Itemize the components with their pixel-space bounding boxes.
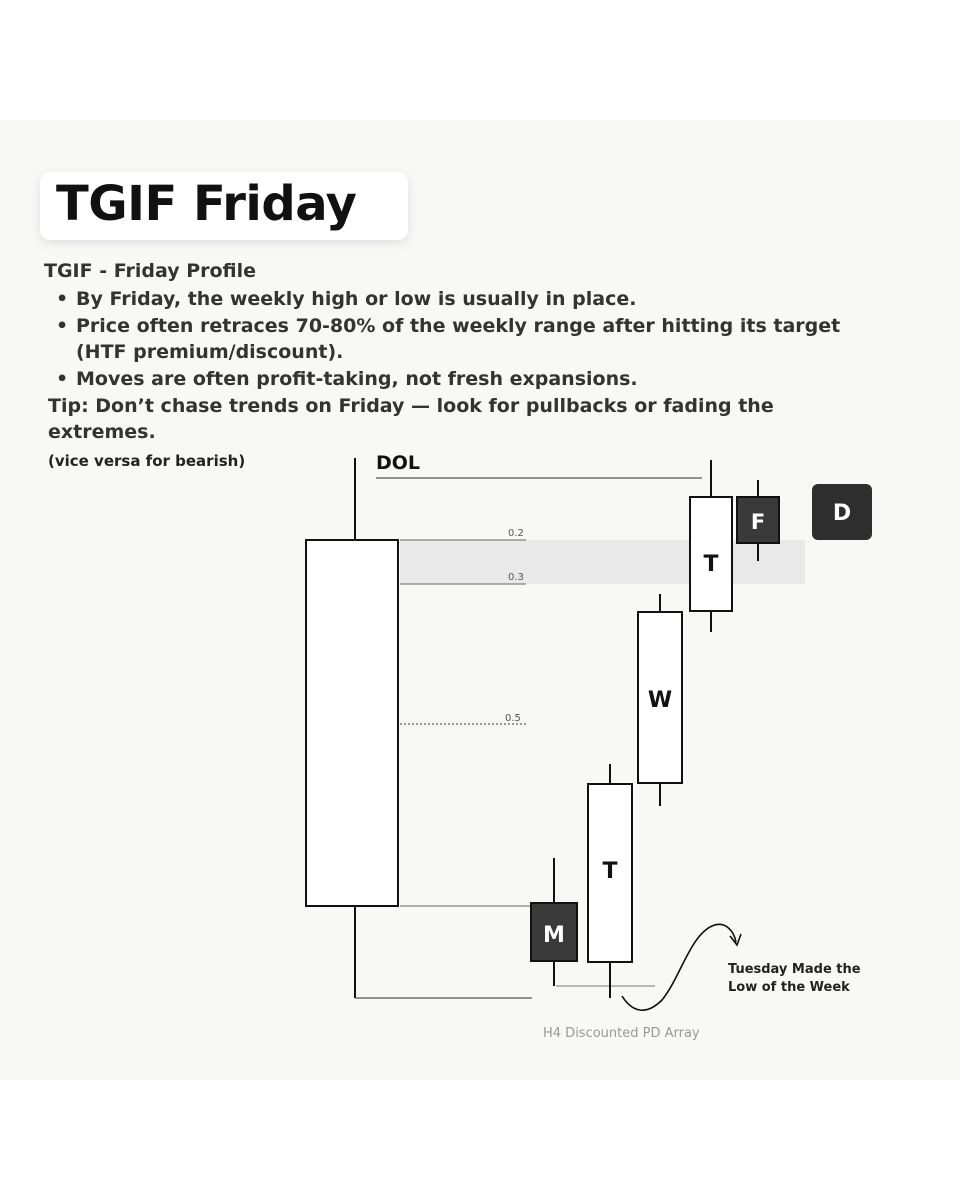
wednesday-candle-body (637, 611, 683, 784)
wednesday-label: W (648, 688, 672, 713)
bullet-dot: • (56, 368, 69, 390)
bullet-item: • Moves are often profit-taking, not fres… (44, 366, 864, 392)
dol-label: DOL (376, 452, 420, 474)
friday-label: F (751, 510, 765, 534)
tip-text: Tip: Don’t chase trends on Friday — look… (48, 395, 774, 443)
friday-candle-body (736, 496, 780, 544)
tuesday-label: T (602, 859, 617, 884)
tuesday-annotation-line-1: Tuesday Made the (728, 962, 861, 977)
bullet-dot: • (56, 288, 69, 310)
bullet-text: Price often retraces 70-80% of the weekl… (76, 315, 841, 363)
bullet-list: • By Friday, the weekly high or low is us… (44, 286, 864, 392)
day-key-d (812, 484, 872, 540)
fib-label-0-3: 0.3 (508, 572, 524, 583)
infographic-card (0, 120, 960, 1080)
tuesday-annotation: Tuesday Made the Low of the Week (728, 962, 865, 995)
bullet-item: • Price often retraces 70-80% of the week… (44, 313, 864, 365)
bullet-text: Moves are often profit-taking, not fresh… (76, 368, 638, 390)
arrow-head-icon (729, 933, 742, 947)
pd-array-label: H4 Discounted PD Array (543, 1026, 700, 1041)
page-title: TGIF Friday (56, 176, 357, 232)
premium-zone (400, 540, 805, 584)
day-key-label: D (833, 501, 851, 526)
weekly-candle-body (305, 539, 399, 907)
monday-label: M (543, 923, 565, 948)
fib-label-0-2: 0.2 (508, 528, 524, 539)
annotation-arrow (621, 923, 737, 1011)
bullet-dot: • (56, 315, 69, 337)
tuesday-candle-body (587, 783, 633, 963)
tuesday-annotation-line-2: Low of the Week (728, 980, 850, 995)
fib-label-0-5: 0.5 (505, 713, 521, 724)
description-block: TGIF - Friday Profile • By Friday, the we… (44, 258, 864, 471)
bullet-item: • By Friday, the weekly high or low is us… (44, 286, 864, 312)
profile-heading: TGIF - Friday Profile (44, 260, 257, 282)
thursday-label: T (703, 552, 718, 577)
bullet-text: By Friday, the weekly high or low is usu… (76, 288, 637, 310)
title-banner: TGIF Friday (40, 172, 408, 240)
vice-versa-note: (vice versa for bearish) (48, 452, 246, 470)
monday-candle-body (530, 902, 578, 962)
